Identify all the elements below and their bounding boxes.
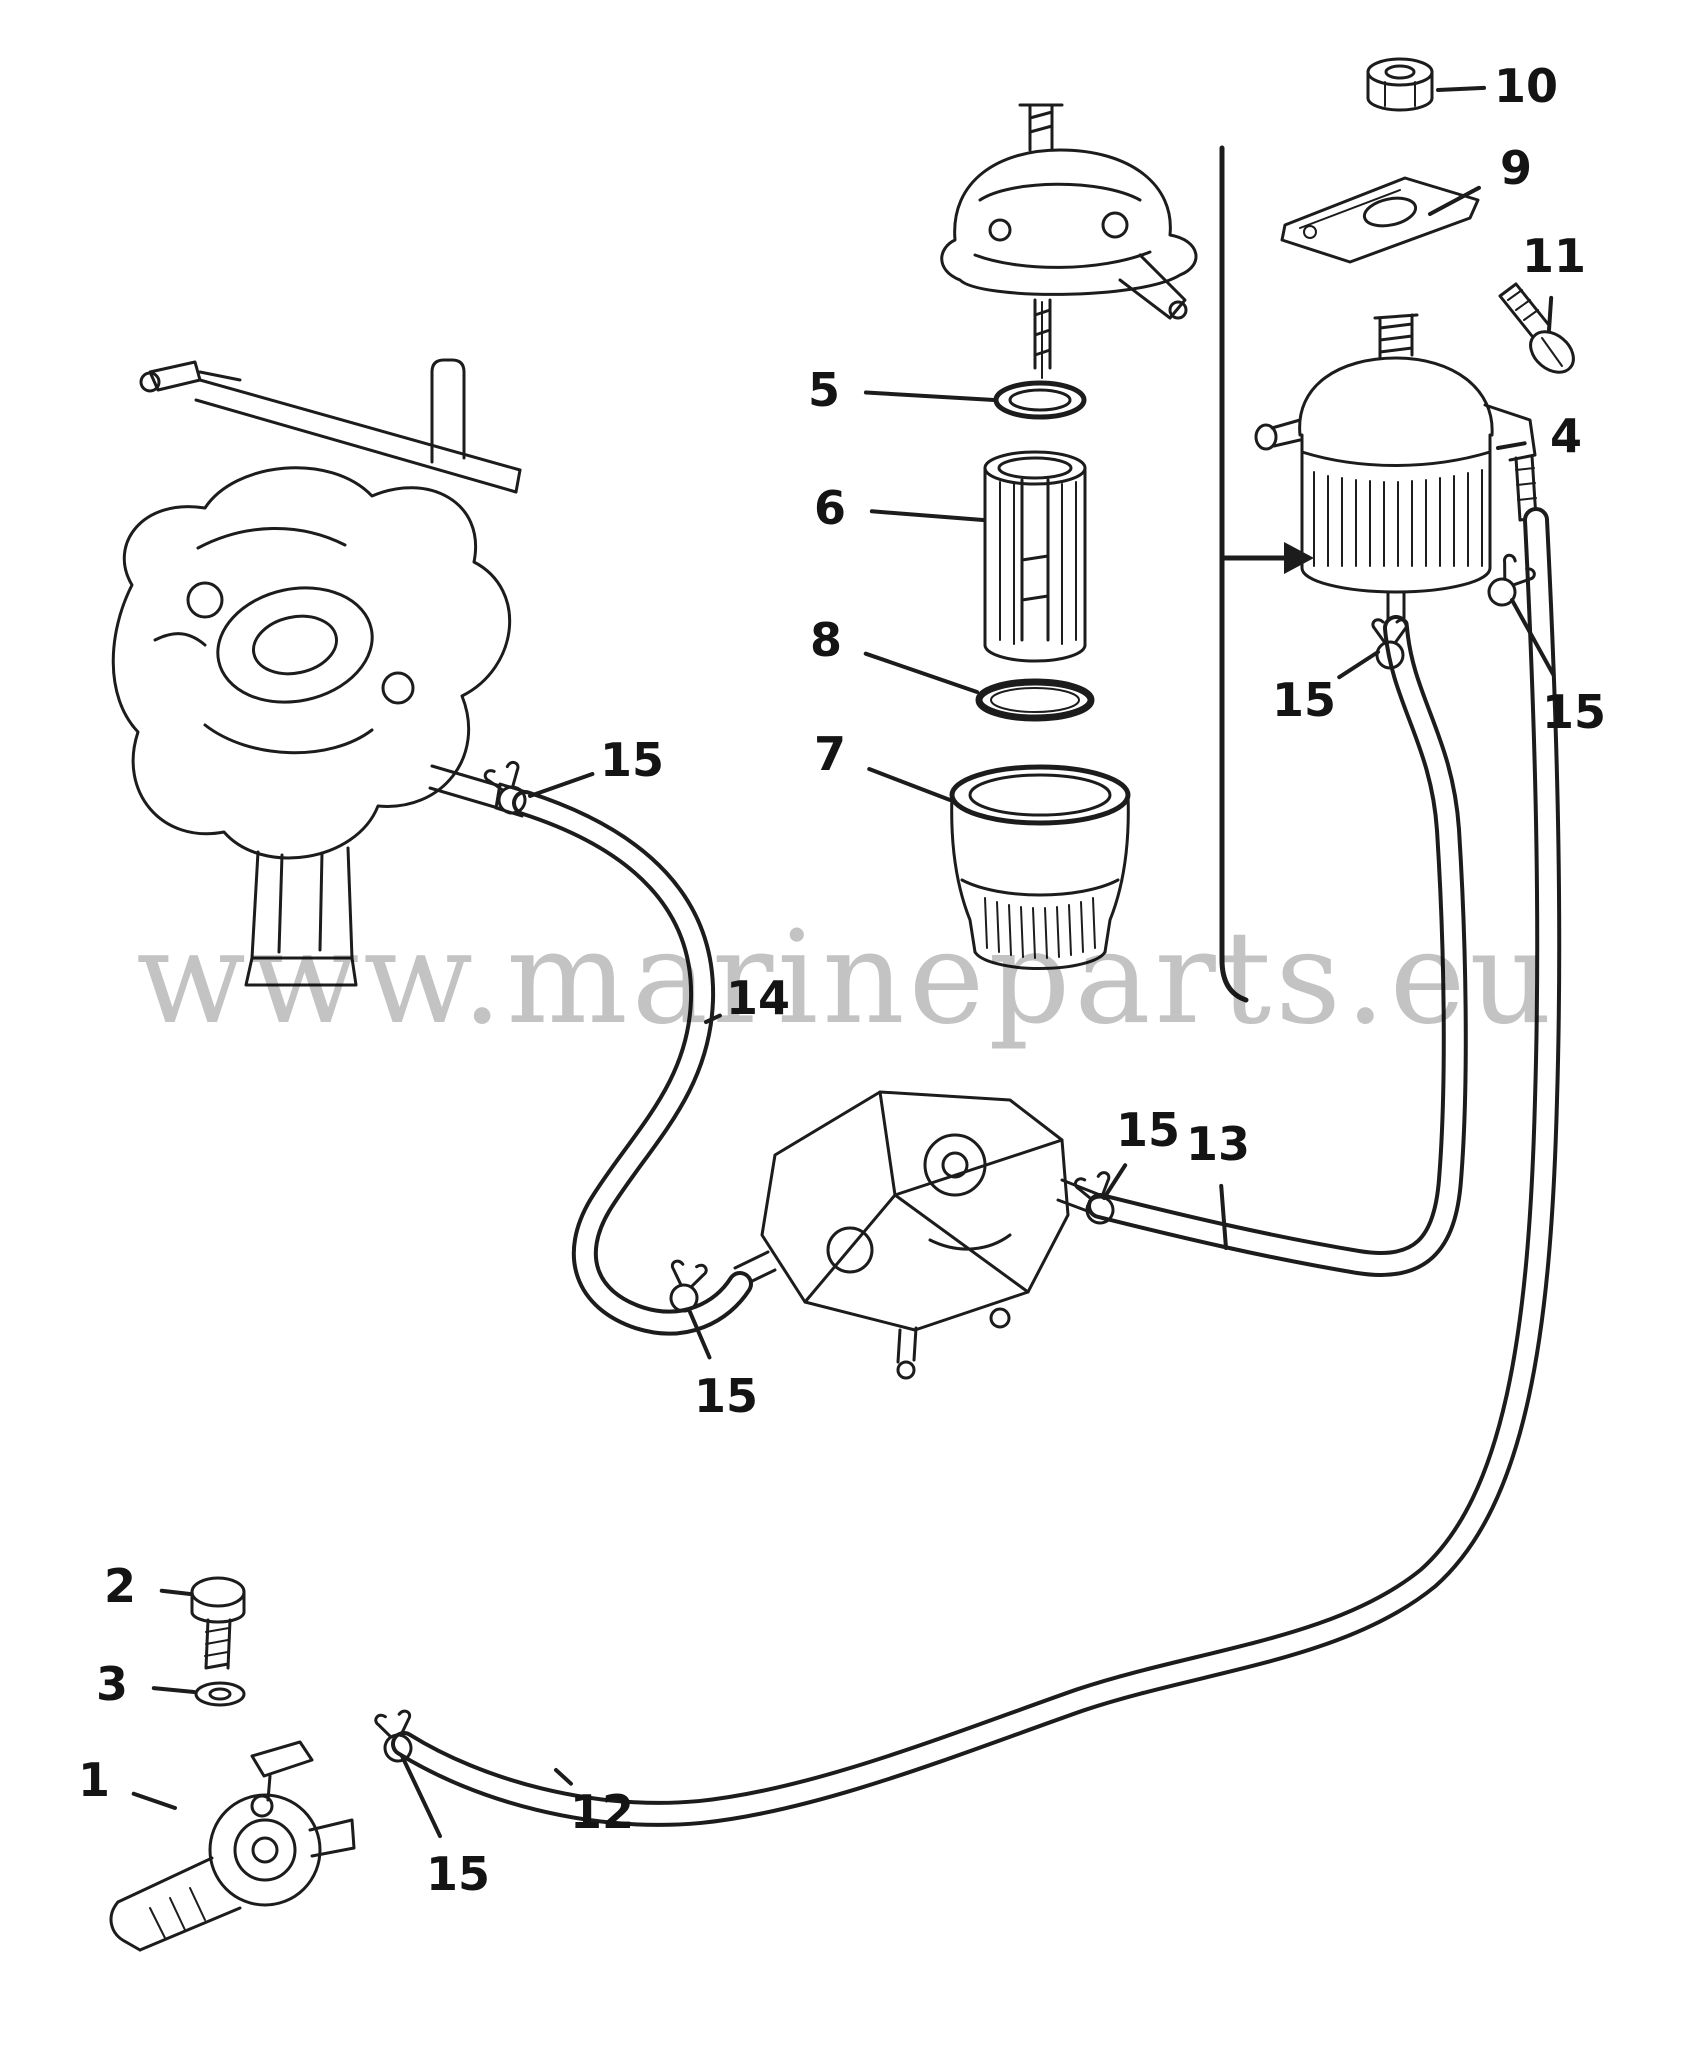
leader-line-11 bbox=[1547, 295, 1554, 332]
callout-15: 15 bbox=[1116, 1103, 1180, 1157]
callout-5: 5 bbox=[808, 363, 840, 417]
callout-7: 7 bbox=[814, 727, 846, 781]
leader-line-15 bbox=[400, 1754, 442, 1839]
callout-15: 15 bbox=[1542, 685, 1606, 739]
leader-line-15 bbox=[1337, 650, 1380, 680]
fuel-filter-part-4 bbox=[1254, 313, 1538, 626]
bolt-part-2 bbox=[190, 1576, 246, 1670]
callout-8: 8 bbox=[810, 613, 842, 667]
callout-10: 10 bbox=[1494, 59, 1558, 113]
hose-part-13 bbox=[1087, 615, 1468, 1277]
leader-line-2 bbox=[159, 1588, 192, 1596]
callout-15: 15 bbox=[694, 1369, 758, 1423]
leader-line-7 bbox=[867, 767, 952, 802]
callout-6: 6 bbox=[814, 481, 846, 535]
fuel-pump bbox=[733, 1090, 1102, 1380]
callout-15: 15 bbox=[426, 1847, 490, 1901]
leader-line-3 bbox=[151, 1686, 196, 1694]
clamps-part-15 bbox=[373, 551, 1538, 1766]
callout-4: 4 bbox=[1550, 409, 1582, 463]
leader-line-8 bbox=[863, 651, 979, 694]
assembly-arrow bbox=[1221, 542, 1314, 574]
leader-line-4 bbox=[1496, 441, 1527, 450]
filter-bowl-part-7 bbox=[949, 764, 1131, 971]
callout-15: 15 bbox=[1272, 673, 1336, 727]
fuel-connector-part-1 bbox=[109, 1740, 356, 1952]
leader-line-14 bbox=[704, 1013, 722, 1024]
leader-line-5 bbox=[863, 390, 996, 402]
carburetor-assembly bbox=[111, 358, 528, 987]
o-ring-part-8 bbox=[975, 678, 1095, 722]
leader-line-15 bbox=[1510, 598, 1556, 678]
callout-12: 12 bbox=[570, 1785, 634, 1839]
hose-part-12 bbox=[391, 507, 1562, 1827]
hose-part-14 bbox=[512, 790, 753, 1336]
leader-line-15 bbox=[528, 771, 595, 798]
callout-9: 9 bbox=[1500, 141, 1532, 195]
pump-cover-assembly bbox=[940, 103, 1198, 379]
leader-line-15 bbox=[1102, 1163, 1128, 1200]
filter-element-part-6 bbox=[983, 450, 1087, 663]
leader-line-6 bbox=[869, 509, 985, 522]
leader-line-12 bbox=[554, 1768, 573, 1786]
leader-line-10 bbox=[1436, 85, 1487, 92]
callout-2: 2 bbox=[104, 1559, 136, 1613]
callout-1: 1 bbox=[78, 1753, 110, 1807]
leader-line-15 bbox=[688, 1310, 712, 1360]
callout-13: 13 bbox=[1186, 1117, 1250, 1171]
watermark: www.marineparts.eu bbox=[136, 904, 1556, 1053]
leader-line-9 bbox=[1428, 185, 1481, 216]
gasket-part-5 bbox=[993, 380, 1087, 420]
bolt-part-11 bbox=[1498, 282, 1575, 374]
callout-11: 11 bbox=[1522, 229, 1586, 283]
assembly-divider-line bbox=[1219, 145, 1249, 1003]
callout-3: 3 bbox=[96, 1657, 128, 1711]
callout-15: 15 bbox=[600, 733, 664, 787]
leader-line-1 bbox=[131, 1791, 177, 1810]
nut-part-10 bbox=[1366, 57, 1434, 112]
callout-14: 14 bbox=[726, 971, 790, 1025]
washer-part-3 bbox=[194, 1681, 246, 1707]
bracket-part-9 bbox=[1280, 176, 1480, 264]
leader-line-13 bbox=[1219, 1183, 1228, 1250]
